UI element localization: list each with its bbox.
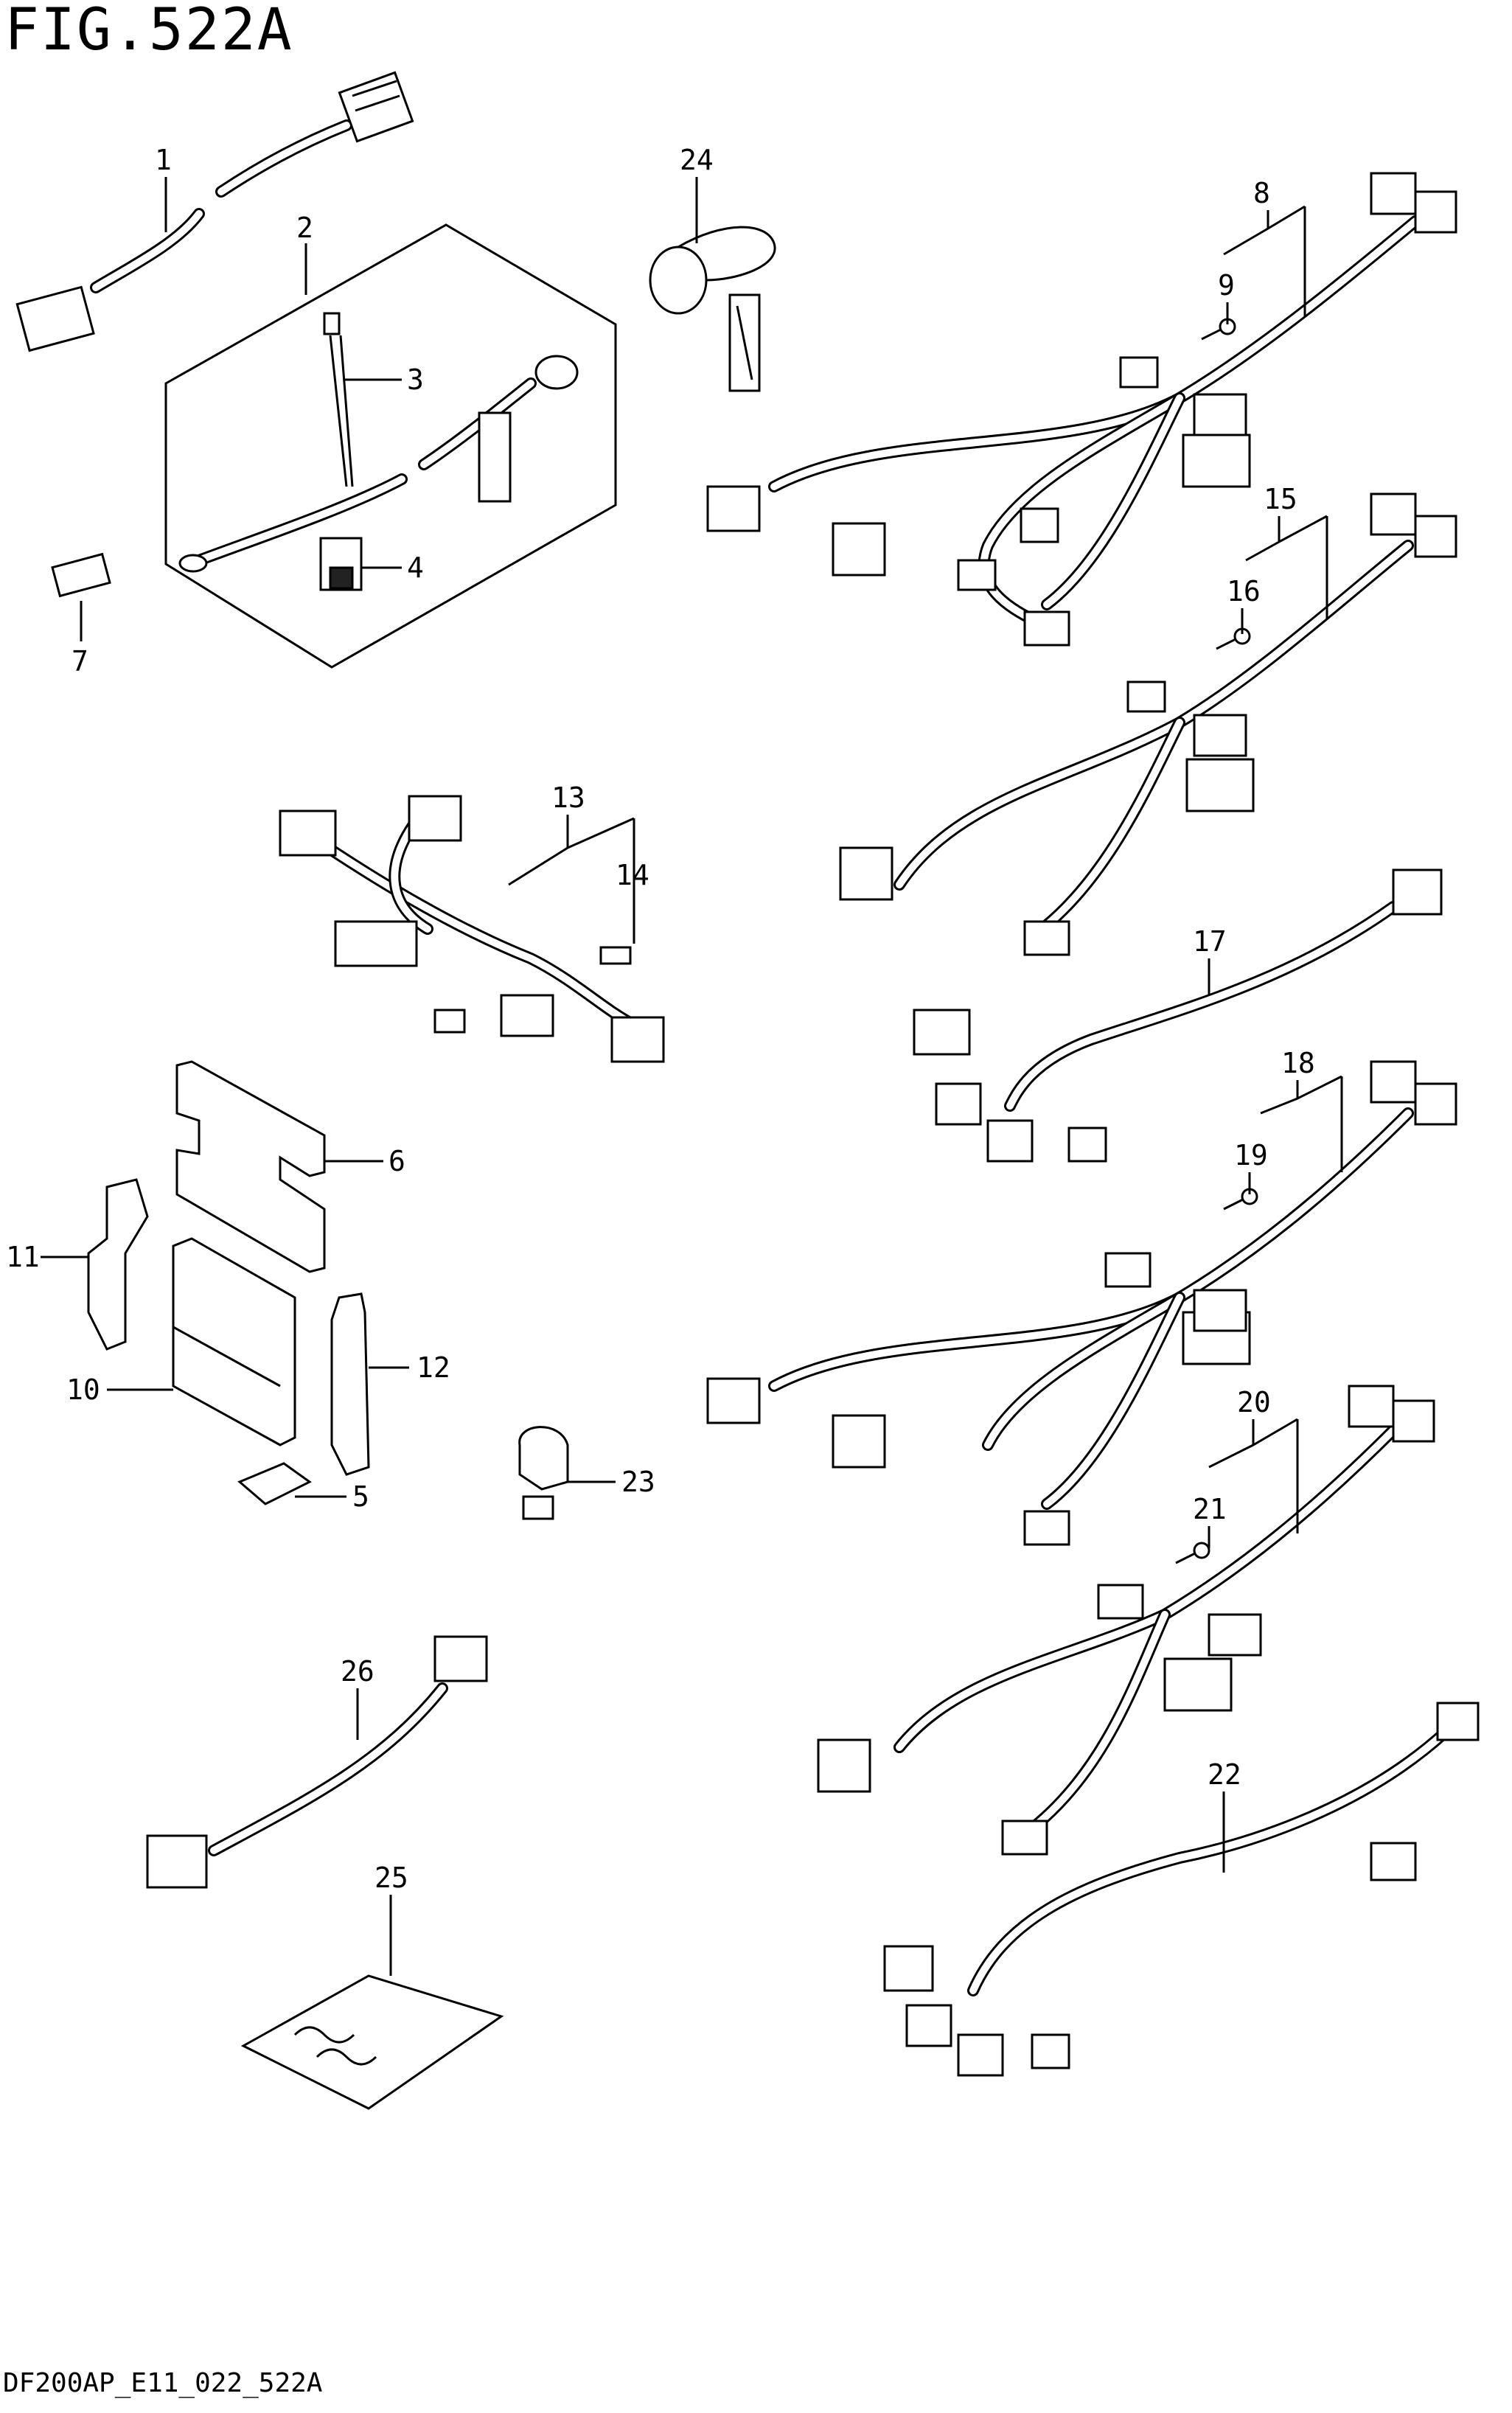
callout-10: 10 bbox=[66, 1373, 100, 1406]
callout-9: 9 bbox=[1218, 269, 1235, 302]
part-18-harness[interactable] bbox=[706, 1060, 1457, 1546]
part-7-connector[interactable] bbox=[51, 552, 111, 598]
callout-13: 13 bbox=[551, 781, 585, 814]
callout-14: 14 bbox=[616, 859, 649, 891]
part-12-bracket[interactable] bbox=[330, 1292, 370, 1476]
part-15-harness[interactable] bbox=[839, 492, 1457, 956]
callout-19: 19 bbox=[1234, 1139, 1268, 1171]
callout-labels: 1 2 3 4 5 6 7 8 9 10 11 12 13 14 15 16 1… bbox=[6, 144, 1315, 1894]
part-13-harness[interactable] bbox=[279, 795, 665, 1063]
part-19-screw[interactable] bbox=[1223, 1188, 1258, 1211]
part-16-screw[interactable] bbox=[1216, 627, 1251, 650]
callout-15: 15 bbox=[1264, 483, 1297, 515]
callout-24: 24 bbox=[680, 144, 714, 176]
leader-lines bbox=[41, 177, 1343, 1976]
callout-8: 8 bbox=[1253, 177, 1270, 209]
callout-3: 3 bbox=[407, 363, 424, 396]
callout-22: 22 bbox=[1208, 1758, 1241, 1791]
part-10-ecu[interactable] bbox=[172, 1237, 296, 1446]
figure-title: FIG.522A bbox=[4, 0, 293, 63]
part-22-harness[interactable] bbox=[883, 1702, 1480, 2077]
callout-6: 6 bbox=[389, 1145, 405, 1177]
part-26-harness[interactable] bbox=[146, 1635, 488, 1889]
part-21-screw[interactable] bbox=[1175, 1542, 1210, 1564]
callout-21: 21 bbox=[1193, 1493, 1227, 1525]
part-25-bag[interactable] bbox=[240, 1974, 504, 2110]
callout-5: 5 bbox=[352, 1480, 369, 1513]
callout-26: 26 bbox=[341, 1655, 374, 1688]
part-24-grommet[interactable] bbox=[649, 226, 776, 392]
callout-17: 17 bbox=[1193, 925, 1227, 958]
part-5-pad[interactable] bbox=[237, 1462, 312, 1505]
part-2-kit[interactable] bbox=[164, 223, 617, 669]
part-23-clip[interactable] bbox=[518, 1426, 569, 1520]
part-8-harness[interactable] bbox=[706, 172, 1457, 647]
callout-20: 20 bbox=[1237, 1386, 1271, 1418]
callout-16: 16 bbox=[1227, 575, 1261, 607]
callout-25: 25 bbox=[374, 1862, 408, 1894]
part-20-harness[interactable] bbox=[817, 1385, 1435, 1856]
callout-1: 1 bbox=[155, 144, 172, 176]
part-17-harness[interactable] bbox=[913, 868, 1443, 1163]
callout-23: 23 bbox=[621, 1466, 655, 1498]
callout-18: 18 bbox=[1281, 1047, 1315, 1079]
callout-11: 11 bbox=[6, 1241, 40, 1273]
part-11-bracket[interactable] bbox=[87, 1178, 149, 1351]
part-14-terminal[interactable] bbox=[599, 946, 632, 965]
callout-12: 12 bbox=[417, 1351, 450, 1384]
drawing-code: DF200AP_E11_022_522A bbox=[3, 2368, 323, 2398]
part-6-cover[interactable] bbox=[175, 1060, 326, 1273]
callout-4: 4 bbox=[407, 551, 424, 584]
callout-7: 7 bbox=[72, 645, 88, 678]
part-1-harness[interactable] bbox=[15, 71, 414, 352]
callout-2: 2 bbox=[296, 212, 313, 244]
part-9-screw[interactable] bbox=[1201, 318, 1236, 341]
